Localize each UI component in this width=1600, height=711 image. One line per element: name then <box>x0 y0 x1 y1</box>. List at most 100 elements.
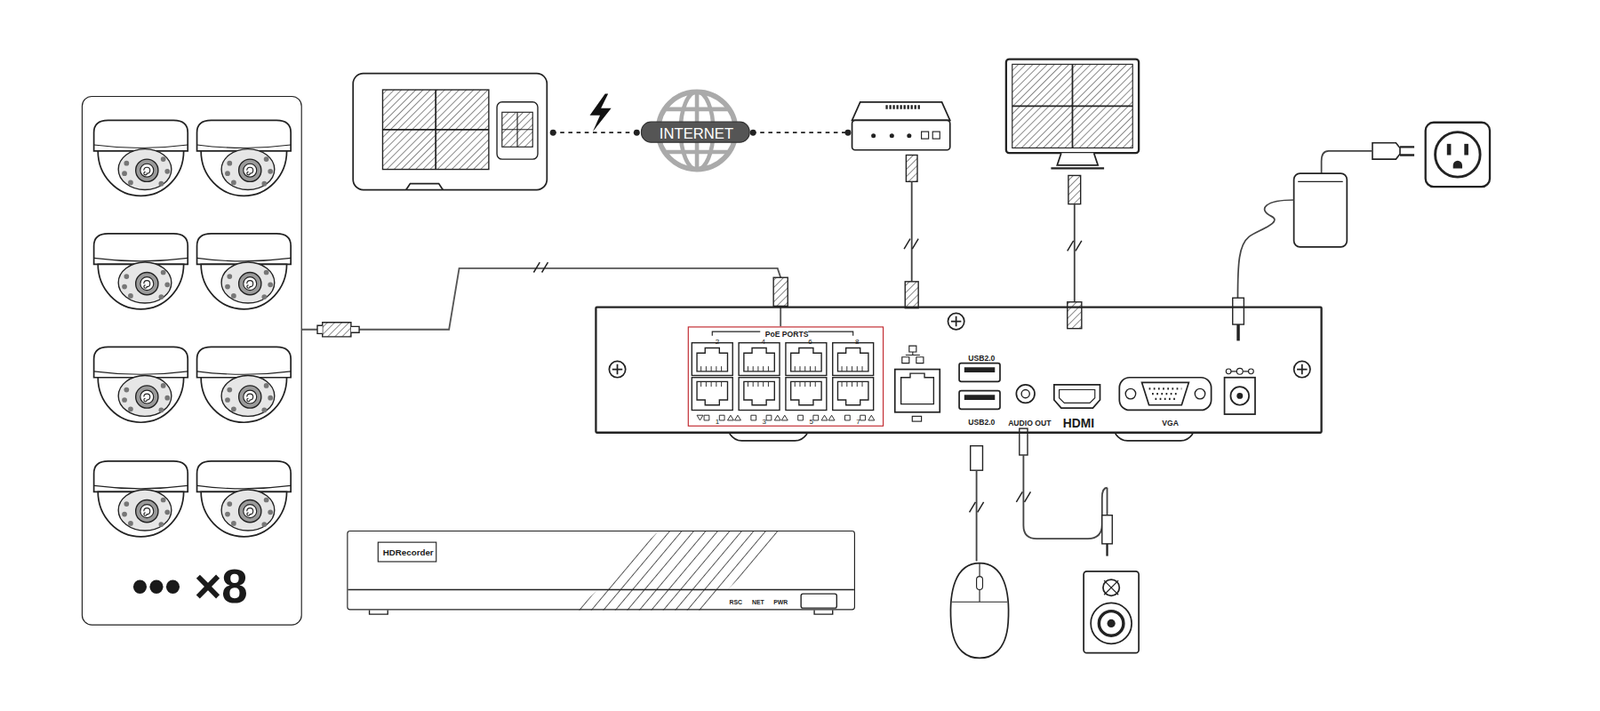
remote-monitor <box>502 112 533 147</box>
nvr-front-details <box>369 609 833 615</box>
router-cable <box>905 154 918 182</box>
port-label: USB2.0 <box>968 354 995 363</box>
nvr-rear-details <box>1236 392 1243 400</box>
rj45-port <box>832 377 874 411</box>
local-monitor <box>1012 64 1133 148</box>
nvr-rear-details <box>608 312 1311 440</box>
indicator-label: PWR <box>773 599 788 606</box>
remote-monitor <box>352 73 547 191</box>
camera-group-box: ••• ×8 <box>81 96 303 626</box>
mouse <box>950 446 1008 659</box>
dome-camera <box>197 233 292 310</box>
network-link <box>750 129 852 136</box>
nvr-rear-details <box>912 416 921 422</box>
poe-port-block: PoE PORTS24681357 <box>688 326 884 427</box>
port-label: VGA <box>1161 419 1179 428</box>
port-number: 2 <box>715 338 720 346</box>
remote-monitor <box>406 184 443 191</box>
local-monitor <box>1006 59 1139 169</box>
nvr-rear-details <box>902 345 924 364</box>
speaker <box>1016 428 1139 654</box>
mouse <box>970 446 984 472</box>
wireless-link <box>550 94 640 136</box>
port-number: 6 <box>808 338 812 346</box>
router <box>871 133 876 138</box>
speaker <box>1102 515 1112 544</box>
router <box>852 102 951 151</box>
speaker <box>1023 455 1107 539</box>
nvr-rear-details <box>1059 390 1096 404</box>
screw <box>608 360 625 377</box>
remote-monitor <box>382 89 488 170</box>
nvr-front-panel: RSCNETPWRHDRecorder <box>346 530 856 611</box>
nvr-rear-details <box>729 433 808 441</box>
router-cable <box>904 154 919 308</box>
brand-logo: HDRecorder <box>377 542 438 563</box>
nvr-rear-details <box>1230 386 1249 406</box>
dome-camera <box>94 120 189 196</box>
brand-name: HDRecorder <box>383 548 434 558</box>
rj45-port <box>691 377 733 411</box>
screw <box>947 312 964 329</box>
indicator-label: RSC <box>728 599 743 606</box>
nvr-rear-details <box>1224 377 1256 415</box>
power-supply <box>1400 146 1415 155</box>
power-supply <box>1425 122 1490 187</box>
router <box>889 133 895 138</box>
camera-cable-ends <box>773 277 788 306</box>
rj45-port <box>785 343 827 376</box>
nvr-rear-details <box>901 373 935 404</box>
network-link <box>845 129 852 136</box>
speaker <box>1106 488 1109 516</box>
wireless-link <box>633 129 640 136</box>
speaker <box>1090 602 1132 644</box>
mouse <box>950 563 1008 659</box>
break-mark <box>969 502 984 512</box>
nvr-rear-details <box>959 391 1000 410</box>
mouse <box>976 576 984 591</box>
power-supply <box>1372 143 1400 160</box>
power-supply <box>1297 181 1344 183</box>
remote-monitor <box>502 112 533 147</box>
port-number: 1 <box>715 417 720 425</box>
screw <box>1294 360 1311 377</box>
hdmi-cable <box>1068 175 1081 204</box>
port-number: 7 <box>856 417 860 425</box>
connector-layer <box>302 268 781 330</box>
nvr-rear-details <box>1115 433 1193 441</box>
dome-camera <box>197 120 292 196</box>
camera-set <box>94 120 292 536</box>
nvr-rear-panel: USB2.0USB2.0AUDIO OUTHDMIVGAPoE PORTS246… <box>594 305 1322 433</box>
nvr-rear-details <box>1119 377 1211 411</box>
network-link <box>752 131 849 134</box>
speaker <box>1083 571 1139 654</box>
camera-cable-ends <box>322 322 352 337</box>
rj45-port <box>832 343 874 376</box>
power-supply <box>1232 297 1245 325</box>
break-mark <box>904 239 919 249</box>
power-supply <box>1237 200 1294 298</box>
router <box>852 120 951 150</box>
router <box>932 131 940 139</box>
nvr-rear-details <box>1236 368 1243 375</box>
globe-icon <box>657 91 736 169</box>
break-mark <box>533 262 548 272</box>
internet-label: INTERNET <box>659 126 734 142</box>
nvr-rear-details <box>1248 368 1255 375</box>
speaker <box>1103 579 1120 596</box>
speaker <box>1098 611 1124 637</box>
rj45-port <box>738 343 780 376</box>
remote-monitor <box>496 102 538 160</box>
nvr-rear-details <box>1016 384 1035 404</box>
dome-camera <box>94 461 189 537</box>
local-monitor <box>1006 59 1139 154</box>
dome-camera <box>94 233 189 310</box>
port-number: 8 <box>855 338 859 346</box>
nvr-front-details <box>800 593 837 608</box>
speaker <box>1105 544 1108 557</box>
local-monitor <box>1056 152 1098 166</box>
nvr-front-details <box>347 531 854 615</box>
camera-count: ••• ×8 <box>131 563 248 611</box>
port-label: HDMI <box>1063 417 1095 431</box>
